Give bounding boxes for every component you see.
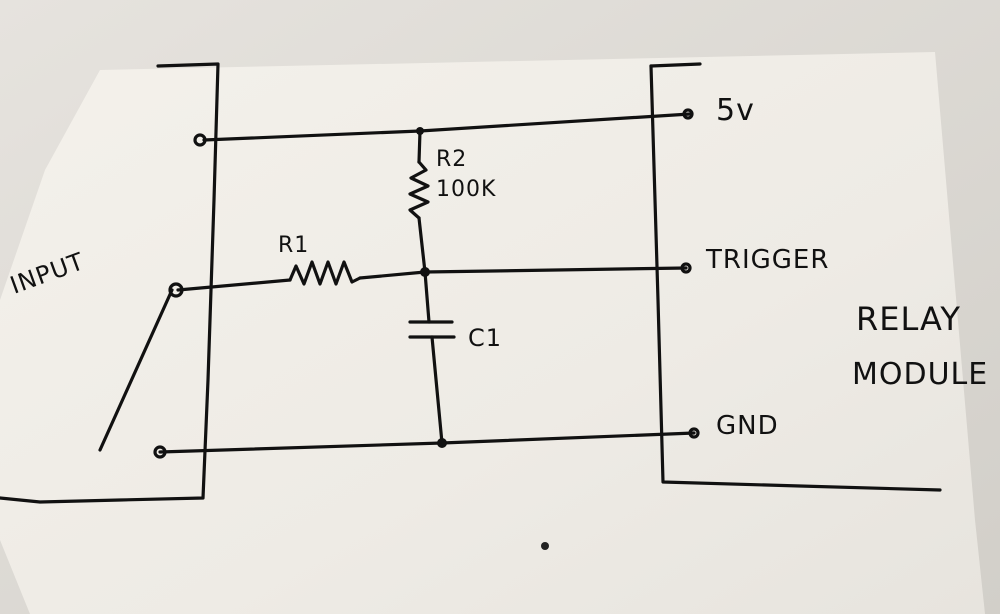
label-c1: C1	[468, 324, 502, 352]
label-r2-value: 100K	[436, 177, 496, 202]
label-r2: R2	[436, 147, 467, 172]
wire-r2-top	[417, 129, 422, 164]
wire-r2-bottom	[417, 216, 427, 274]
terminal-input-bottom	[153, 445, 167, 459]
junction-trigger	[420, 267, 430, 277]
relay-module-outline	[649, 64, 942, 492]
terminal-5v	[682, 108, 694, 120]
input-switch-lever	[98, 288, 174, 452]
resistor-r2	[408, 160, 430, 220]
terminal-trigger	[680, 262, 692, 274]
label-5v: 5v	[716, 93, 755, 128]
terminal-input-top	[193, 133, 207, 147]
label-module: MODULE	[852, 357, 988, 392]
resistor-r1	[288, 260, 362, 286]
junction-gnd	[437, 438, 447, 448]
wire-c1-to-gnd	[430, 335, 444, 445]
wire-input-to-r1	[176, 278, 292, 292]
ink-speck	[541, 542, 549, 550]
paper-sheet	[0, 52, 985, 614]
terminal-input-mid	[168, 282, 184, 298]
wire-trigger	[423, 266, 688, 274]
label-relay: RELAY	[856, 300, 961, 338]
label-trigger: TRIGGER	[705, 245, 829, 275]
terminal-gnd	[688, 427, 700, 439]
relay-module-top	[649, 62, 702, 68]
junction-5v	[416, 127, 424, 135]
input-box-outline	[0, 62, 220, 504]
wire-r1-to-node	[358, 270, 427, 280]
wire-node-to-c1	[423, 270, 431, 324]
label-gnd: GND	[716, 411, 779, 441]
label-r1: R1	[278, 233, 309, 258]
